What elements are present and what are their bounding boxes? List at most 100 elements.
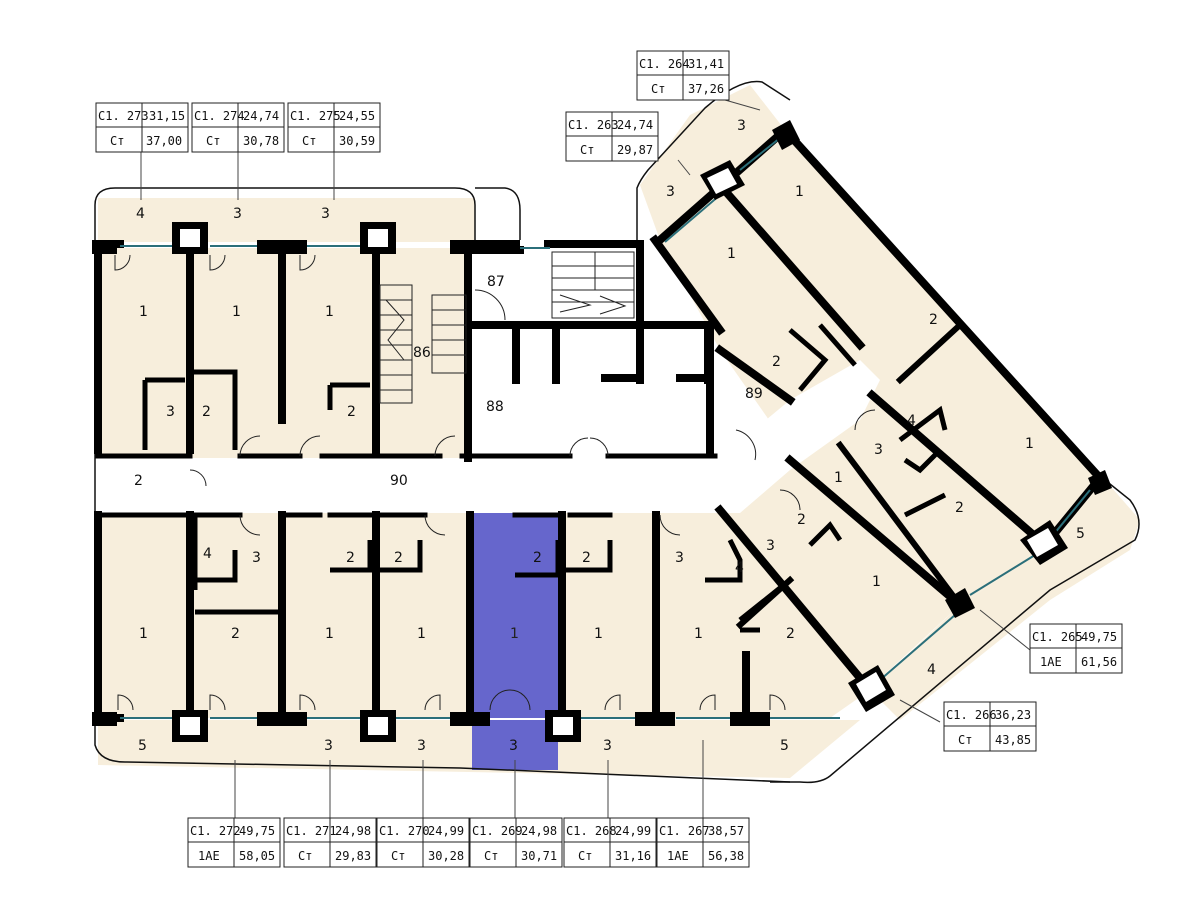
windows xyxy=(120,137,1091,719)
svg-text:5: 5 xyxy=(780,738,789,754)
apt-table-272: С1. 272 49,75 1АЕ 58,05 xyxy=(187,817,281,868)
svg-text:24,99: 24,99 xyxy=(615,824,651,838)
svg-text:С1. 272: С1. 272 xyxy=(190,824,241,838)
svg-text:24,55: 24,55 xyxy=(339,109,375,123)
doors xyxy=(114,254,876,711)
svg-text:30,78: 30,78 xyxy=(243,134,279,148)
svg-text:24,98: 24,98 xyxy=(521,824,557,838)
svg-text:2: 2 xyxy=(582,550,591,566)
svg-text:58,05: 58,05 xyxy=(239,849,275,863)
svg-text:43,85: 43,85 xyxy=(995,733,1031,747)
stair-86 xyxy=(379,284,467,404)
svg-text:3: 3 xyxy=(766,538,775,554)
svg-text:2: 2 xyxy=(533,550,542,566)
svg-text:С1. 273: С1. 273 xyxy=(98,109,149,123)
svg-text:2: 2 xyxy=(134,473,143,489)
svg-text:1АЕ: 1АЕ xyxy=(667,849,689,863)
leader-lines xyxy=(140,99,1031,818)
svg-text:С1. 275: С1. 275 xyxy=(290,109,341,123)
svg-text:2: 2 xyxy=(346,550,355,566)
svg-text:Ст: Ст xyxy=(578,849,592,863)
svg-text:4: 4 xyxy=(136,206,145,222)
svg-text:87: 87 xyxy=(487,274,505,290)
svg-text:31,16: 31,16 xyxy=(615,849,651,863)
svg-text:49,75: 49,75 xyxy=(239,824,275,838)
svg-text:29,87: 29,87 xyxy=(617,143,653,157)
svg-text:24,74: 24,74 xyxy=(617,118,653,132)
svg-text:2: 2 xyxy=(347,404,356,420)
svg-text:38,57: 38,57 xyxy=(708,824,744,838)
svg-text:3: 3 xyxy=(737,118,746,134)
svg-text:1: 1 xyxy=(510,626,519,642)
room-fills xyxy=(98,85,1140,778)
apt-table-266: С1. 266 36,23 Ст 43,85 xyxy=(943,701,1037,752)
svg-text:1: 1 xyxy=(139,304,148,320)
svg-text:Ст: Ст xyxy=(391,849,405,863)
svg-text:37,00: 37,00 xyxy=(146,134,182,148)
svg-text:1: 1 xyxy=(834,470,843,486)
svg-text:2: 2 xyxy=(955,500,964,516)
svg-text:2: 2 xyxy=(231,626,240,642)
svg-text:С1. 270: С1. 270 xyxy=(379,824,430,838)
svg-text:90: 90 xyxy=(390,473,408,489)
svg-text:37,26: 37,26 xyxy=(688,82,724,96)
svg-text:3: 3 xyxy=(252,550,261,566)
svg-text:Ст: Ст xyxy=(206,134,220,148)
svg-text:С1. 264: С1. 264 xyxy=(639,57,690,71)
svg-text:3: 3 xyxy=(603,738,612,754)
svg-text:Ст: Ст xyxy=(484,849,498,863)
apt-table-275: С1. 275 24,55 Ст 30,59 xyxy=(287,102,381,153)
outer-outline xyxy=(94,80,1140,784)
svg-text:2: 2 xyxy=(797,512,806,528)
svg-text:30,28: 30,28 xyxy=(428,849,464,863)
svg-text:31,15: 31,15 xyxy=(149,109,185,123)
apt-table-267: С1. 267 38,57 1АЕ 56,38 xyxy=(656,817,750,868)
svg-text:1: 1 xyxy=(795,184,804,200)
svg-text:Ст: Ст xyxy=(580,143,594,157)
columns xyxy=(92,120,1112,742)
svg-text:С1. 268: С1. 268 xyxy=(566,824,617,838)
svg-text:3: 3 xyxy=(166,404,175,420)
svg-text:2: 2 xyxy=(772,354,781,370)
svg-text:Ст: Ст xyxy=(110,134,124,148)
svg-text:С1. 269: С1. 269 xyxy=(472,824,523,838)
svg-text:С1. 274: С1. 274 xyxy=(194,109,245,123)
svg-text:1: 1 xyxy=(417,626,426,642)
svg-text:С1. 267: С1. 267 xyxy=(659,824,710,838)
highlighted-apartment-269 xyxy=(472,513,558,770)
svg-text:36,23: 36,23 xyxy=(995,708,1031,722)
svg-text:1АЕ: 1АЕ xyxy=(198,849,220,863)
apt-table-273: С1. 273 31,15 Ст 37,00 xyxy=(95,102,189,153)
stair-87 xyxy=(551,251,635,319)
svg-text:4: 4 xyxy=(927,662,936,678)
svg-text:2: 2 xyxy=(786,626,795,642)
svg-text:86: 86 xyxy=(413,345,431,361)
room-labels: 4 3 3 1 1 1 3 2 2 2 4 3 2 2 2 2 3 4 2 1 … xyxy=(134,118,1085,754)
svg-text:3: 3 xyxy=(509,738,518,754)
svg-text:1: 1 xyxy=(872,574,881,590)
svg-text:Ст: Ст xyxy=(298,849,312,863)
svg-text:88: 88 xyxy=(486,399,504,415)
svg-text:1: 1 xyxy=(325,626,334,642)
svg-text:1: 1 xyxy=(1025,436,1034,452)
svg-text:Ст: Ст xyxy=(958,733,972,747)
apt-table-265: С1. 265 49,75 1АЕ 61,56 xyxy=(1029,623,1123,674)
svg-text:2: 2 xyxy=(929,312,938,328)
svg-text:89: 89 xyxy=(745,386,763,402)
thin-walls xyxy=(142,323,948,633)
svg-text:24,98: 24,98 xyxy=(335,824,371,838)
apt-table-270: С1. 270 24,99 Ст 30,28 xyxy=(376,817,470,868)
apt-table-269: С1. 269 24,98 Ст 30,71 xyxy=(469,817,563,868)
svg-text:1: 1 xyxy=(325,304,334,320)
svg-text:С1. 265: С1. 265 xyxy=(1032,630,1083,644)
svg-text:5: 5 xyxy=(1076,526,1085,542)
svg-text:4: 4 xyxy=(907,413,916,429)
svg-text:2: 2 xyxy=(394,550,403,566)
apt-table-263: С1. 263 24,74 Ст 29,87 xyxy=(565,111,659,162)
svg-text:3: 3 xyxy=(874,442,883,458)
svg-text:31,41: 31,41 xyxy=(688,57,724,71)
walls xyxy=(94,124,1106,722)
svg-text:24,99: 24,99 xyxy=(428,824,464,838)
svg-text:3: 3 xyxy=(324,738,333,754)
